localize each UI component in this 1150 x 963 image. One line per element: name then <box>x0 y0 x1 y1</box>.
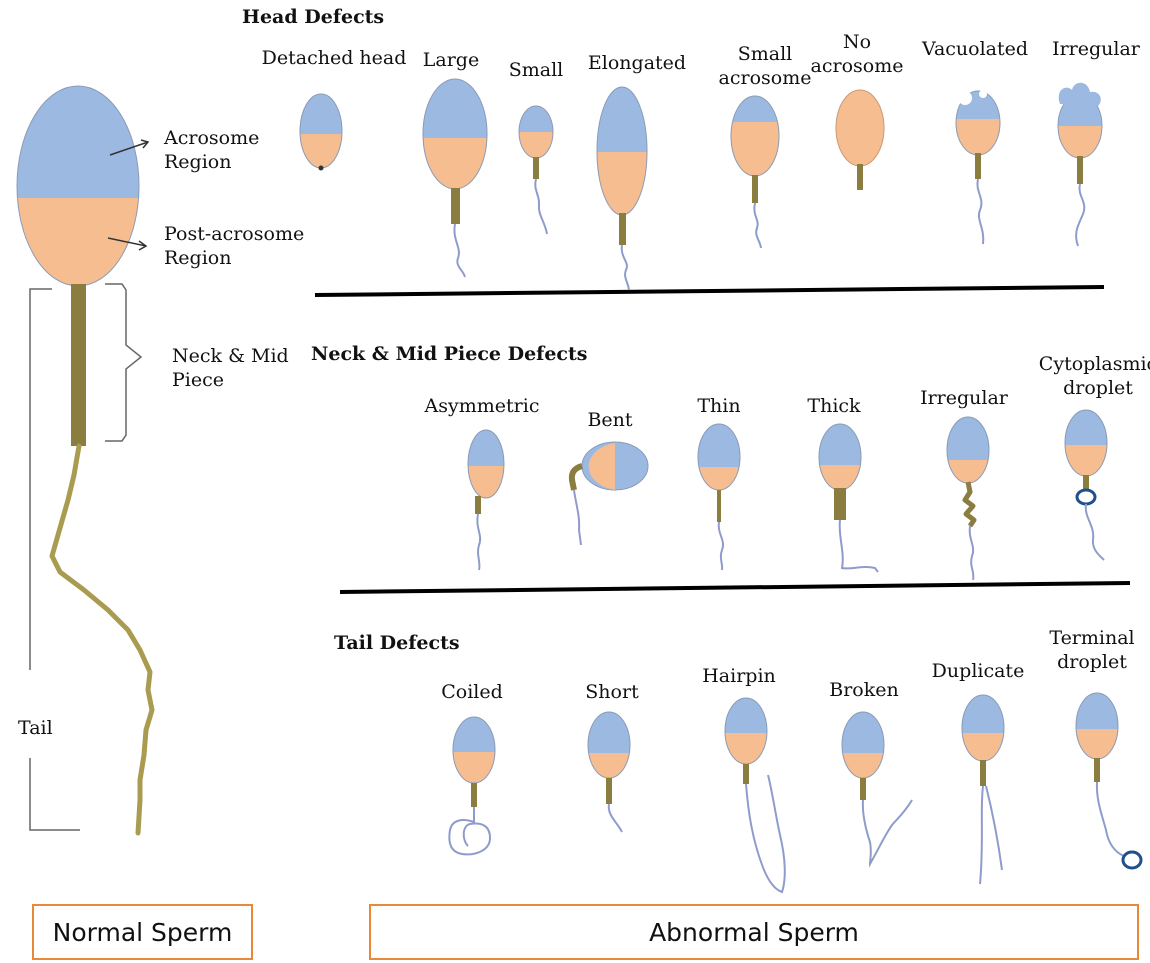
tail-defects-title: Tail Defects <box>334 632 460 654</box>
sperm-short-tail <box>587 710 631 832</box>
normal-midpiece <box>71 284 86 446</box>
abnormal-sperm-box: Abnormal Sperm <box>369 904 1139 960</box>
label-coiled: Coiled <box>441 680 503 704</box>
label-no-acrosome: No acrosome <box>811 30 904 78</box>
sperm-small-head <box>517 104 555 234</box>
droplet-ring <box>1077 490 1095 504</box>
label-bent: Bent <box>587 408 632 432</box>
sperm-duplicate-tail <box>961 693 1005 884</box>
tail-label: Tail <box>18 716 53 740</box>
label-irregular-head: Irregular <box>1052 37 1140 61</box>
normal-tail <box>52 446 152 833</box>
label-small: Small <box>509 58 564 82</box>
neck-defects-title: Neck & Mid Piece Defects <box>311 343 587 365</box>
label-terminal-droplet: Terminal droplet <box>1049 626 1134 674</box>
sperm-thin-midpiece <box>697 422 741 570</box>
sperm-bent <box>572 442 648 545</box>
label-thick: Thick <box>807 394 860 418</box>
post-acrosome-region-label: Post-acrosome Region <box>164 222 304 270</box>
sperm-small-acrosome <box>729 94 781 248</box>
label-short: Short <box>585 680 638 704</box>
label-small-acrosome: Small acrosome <box>719 42 812 90</box>
sperm-irregular-head <box>1056 83 1104 246</box>
acrosome-region-label: Acrosome Region <box>164 126 259 174</box>
neck-bracket <box>105 284 141 441</box>
tail-bracket-top <box>30 289 52 670</box>
normal-sperm-box: Normal Sperm <box>32 904 253 960</box>
neck-mid-piece-label: Neck & Mid Piece <box>172 344 289 392</box>
sperm-thick-midpiece <box>818 422 878 572</box>
label-elongated: Elongated <box>588 51 686 75</box>
sperm-elongated-head <box>595 85 649 290</box>
sperm-coiled-tail <box>449 715 496 854</box>
label-asymmetric: Asymmetric <box>425 394 540 418</box>
normal-post-acrosome <box>10 198 150 298</box>
label-thin: Thin <box>697 394 740 418</box>
label-hairpin: Hairpin <box>702 664 776 688</box>
label-duplicate: Duplicate <box>932 659 1025 683</box>
sperm-large-head <box>420 77 490 277</box>
label-irregular-midpiece: Irregular <box>920 386 1008 410</box>
sperm-broken-tail <box>841 710 912 864</box>
normal-sperm-box-label: Normal Sperm <box>53 918 233 947</box>
sperm-cytoplasmic-droplet <box>1064 408 1108 560</box>
divider-head <box>315 287 1104 295</box>
sperm-hairpin-tail <box>724 696 785 892</box>
sperm-vacuolated <box>954 89 1002 244</box>
label-large: Large <box>423 48 479 72</box>
label-cytoplasmic-droplet: Cytoplasmic droplet <box>1039 352 1150 400</box>
tail-bracket-bottom <box>30 758 80 830</box>
sperm-detached-head <box>298 92 344 171</box>
sperm-asymmetric <box>466 428 506 570</box>
sperm-irregular-midpiece <box>946 415 990 580</box>
terminal-droplet-ring <box>1123 852 1141 868</box>
label-vacuolated: Vacuolated <box>922 37 1028 61</box>
normal-acrosome <box>10 80 150 198</box>
head-defects-title: Head Defects <box>242 6 384 28</box>
sperm-terminal-droplet <box>1075 691 1141 868</box>
label-broken: Broken <box>829 678 898 702</box>
abnormal-sperm-box-label: Abnormal Sperm <box>649 918 859 947</box>
divider-neck <box>340 583 1130 592</box>
sperm-no-acrosome <box>836 90 884 190</box>
label-detached-head: Detached head <box>262 46 407 70</box>
